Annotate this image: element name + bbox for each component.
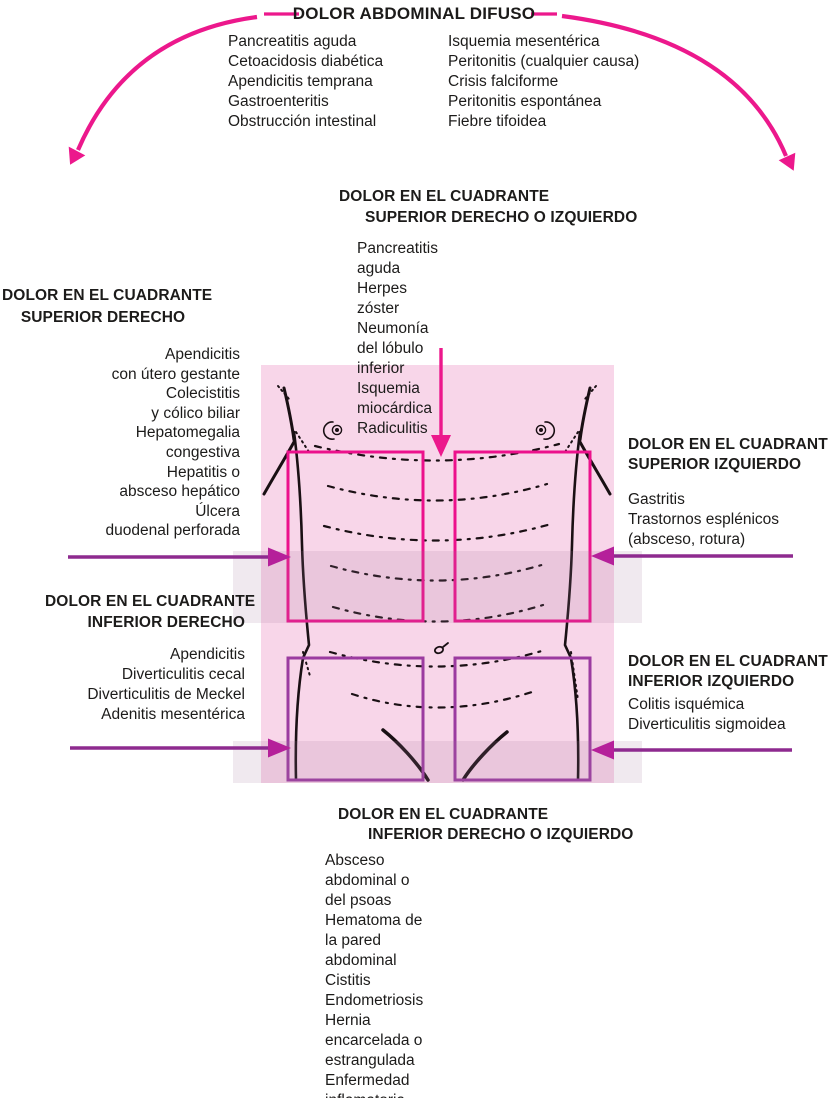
right-armpit-crease	[578, 440, 612, 496]
right-collar-stipple	[584, 385, 597, 400]
quadrant-box-lower-left	[453, 656, 592, 782]
list-item: Pancreatitis aguda	[357, 240, 438, 277]
list-item: Colecistitis y cólico biliar	[151, 385, 240, 422]
list-item: Úlcera duodenal perforada	[105, 502, 240, 540]
section-heading: INFERIOR DERECHO O IZQUIERDO	[368, 826, 634, 843]
left-hip-stipple	[302, 651, 311, 677]
section-heading: DOLOR EN EL CUADRANTE	[338, 806, 549, 823]
right-nipple-icon	[535, 421, 556, 440]
upper-right-quadrant-arrow-icon	[68, 547, 291, 567]
list-item: Adenitis mesentérica	[101, 706, 245, 723]
section-heading: DOLOR EN EL CUADRANTE	[45, 593, 256, 610]
upper-arrow-band	[233, 551, 642, 623]
left-curved-arrow-icon	[68, 14, 258, 165]
list-item: Herpes zóster	[357, 280, 407, 317]
list-item: Absceso abdominal o del psoas	[325, 852, 410, 909]
lower-left-quadrant-arrow-icon	[591, 740, 792, 760]
list-item: Isquemia mesentérica	[448, 33, 600, 50]
list-item: Gastritis	[628, 491, 685, 508]
section-heading: SUPERIOR DERECHO	[20, 309, 186, 326]
lower-arrow-band	[233, 741, 642, 783]
right-side-contour	[563, 430, 582, 782]
lower-right-quadrant-arrow-icon	[70, 738, 291, 758]
list-item: Fiebre tifoidea	[448, 113, 547, 130]
list-item: Hernia encarcelada o estrangulada	[325, 1012, 423, 1069]
section-heading: SUPERIOR IZQUIERDO	[628, 456, 802, 473]
torso-panel-background	[261, 365, 614, 783]
section-heading: DOLOR EN EL CUADRANTE	[339, 188, 550, 205]
left-armpit-crease	[262, 440, 296, 496]
torso-outline	[262, 385, 612, 782]
right-curved-arrow-icon	[561, 13, 796, 171]
list-item: Hepatitis o absceso hepático	[119, 463, 240, 501]
section-heading: DOLOR EN EL CUADRANTE	[628, 436, 828, 453]
left-groin-line	[381, 728, 430, 782]
quadrant-box-upper-left	[453, 450, 592, 623]
list-item: Diverticulitis sigmoidea	[628, 716, 786, 733]
quadrant-box-upper-right	[286, 450, 425, 623]
list-item: Apendicitis	[170, 646, 245, 663]
quadrant-box-lower-right	[286, 656, 425, 782]
right-armpit-stipple	[564, 431, 579, 453]
list-item: Obstrucción intestinal	[228, 113, 377, 130]
left-nipple-icon	[322, 421, 343, 440]
list-item: Radiculitis	[357, 420, 428, 437]
list-item: Cistitis	[325, 972, 371, 989]
list-item: Hematoma de la pared abdominal	[325, 912, 423, 969]
section-heading: DOLOR EN EL CUADRANTE	[2, 287, 213, 304]
left-armpit-stipple	[295, 431, 310, 453]
list-item: Gastroenteritis	[228, 93, 329, 110]
list-item: Cetoacidosis diabética	[228, 53, 384, 70]
list-item: Colitis isquémica	[628, 696, 745, 713]
section-heading: SUPERIOR DERECHO O IZQUIERDO	[365, 209, 638, 226]
section-heading: DOLOR EN EL CUADRANTE	[628, 653, 828, 670]
list-item: Endometriosis	[325, 992, 424, 1009]
navel-icon	[433, 642, 449, 655]
left-collar-stipple	[277, 385, 290, 400]
down-arrow-icon	[431, 348, 451, 457]
section-heading: INFERIOR IZQUIERDO	[628, 673, 795, 690]
list-item: Trastornos esplénicos (absceso, rotura)	[628, 511, 780, 548]
right-groin-line	[461, 730, 509, 782]
upper-left-quadrant-arrow-icon	[591, 546, 793, 566]
list-item: Enfermedad inflamatoria intestinal	[325, 1072, 410, 1098]
list-item: Diverticulitis cecal	[121, 666, 245, 683]
list-item: Apendicitis temprana	[228, 73, 373, 90]
list-item: Hepatomegalia congestiva	[135, 424, 240, 461]
list-item: Crisis falciforme	[448, 73, 559, 90]
list-item: Pancreatitis aguda	[228, 33, 357, 50]
list-item: Apendicitis con útero gestante	[111, 346, 240, 383]
list-item: Peritonitis (cualquier causa)	[448, 53, 640, 70]
list-item: Diverticulitis de Meckel	[87, 686, 245, 703]
list-item: Neumonía del lóbulo inferior	[357, 320, 429, 377]
left-side-contour	[292, 430, 311, 782]
section-heading: INFERIOR DERECHO	[87, 614, 245, 631]
list-item: Peritonitis espontánea	[448, 93, 602, 110]
diagram-title: DOLOR ABDOMINAL DIFUSO	[292, 4, 536, 23]
list-item: Isquemia miocárdica	[357, 380, 432, 417]
right-hip-stipple	[570, 651, 579, 701]
